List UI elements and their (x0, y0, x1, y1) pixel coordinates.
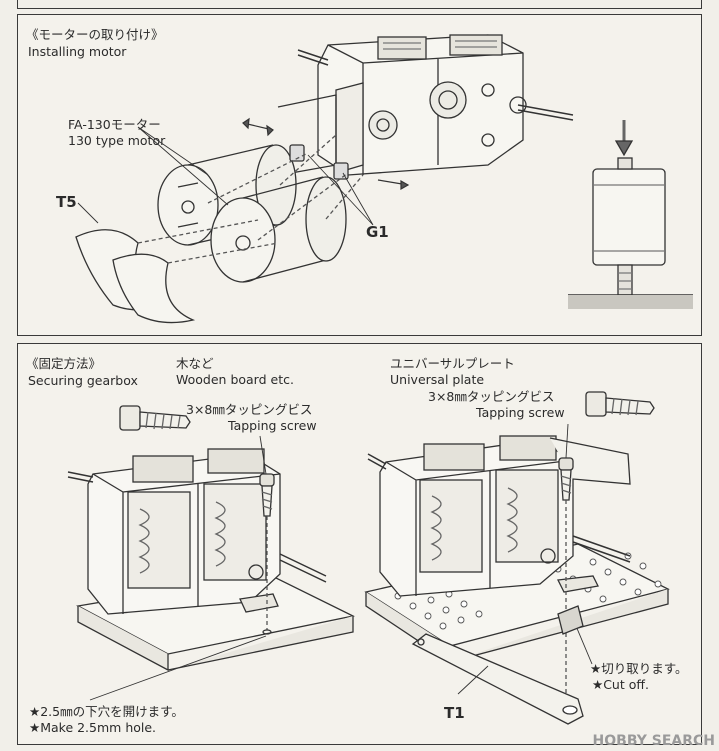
t5-clip-illustration (75, 219, 279, 324)
arrow-icon (242, 117, 410, 191)
screw-icon (119, 405, 191, 431)
screw-label-en: Tapping screw (228, 418, 317, 433)
section-title-jp: 《固定方法》 (26, 356, 102, 371)
plate-label-jp: ユニバーサルプレート (390, 356, 515, 371)
board-label-jp: 木など (176, 356, 214, 371)
cut-note-jp: ★切り取ります。 (590, 661, 688, 676)
t1-arm-illustration (411, 633, 584, 725)
watermark: HOBBY SEARCH (592, 733, 715, 749)
screw-icon (259, 473, 275, 517)
motor-illustration (157, 144, 347, 283)
part-label-t5: T5 (56, 193, 77, 211)
hole-note-en: ★Make 2.5mm hole. (29, 720, 157, 735)
part-label-g1: G1 (366, 223, 389, 241)
plate-label-en: Universal plate (390, 372, 485, 387)
board-label-en: Wooden board etc. (176, 372, 294, 387)
gearbox-illustration (67, 448, 327, 615)
cut-note-en: ★Cut off. (592, 677, 649, 692)
motor-label-en: 130 type motor (68, 133, 166, 148)
motor-assembly-illustration (75, 34, 693, 324)
top-edge-frame (17, 0, 702, 9)
section-title-en: Installing motor (28, 44, 127, 59)
hole-note-jp: ★2.5㎜の下穴を開けます。 (29, 704, 184, 719)
section-title-en: Securing gearbox (28, 373, 138, 388)
motor-press-detail (568, 120, 693, 309)
screw-label-jp-right: 3×8㎜タッピングビス (428, 389, 555, 404)
screw-label-jp: 3×8㎜タッピングビス (186, 402, 313, 417)
part-label-t1: T1 (444, 704, 465, 722)
gearbox-illustration (277, 34, 574, 176)
screw-label-en-right: Tapping screw (476, 405, 565, 420)
securing-illustrations (67, 391, 670, 725)
screw-icon (585, 391, 655, 417)
motor-label-jp: FA-130モーター (68, 117, 161, 132)
securing-gearbox-panel: 《固定方法》 Securing gearbox 木など Wooden board… (17, 343, 702, 745)
section-title-jp: 《モーターの取り付け》 (26, 27, 164, 42)
installing-motor-panel: 《モーターの取り付け》 Installing motor FA-130モーター … (17, 14, 702, 336)
